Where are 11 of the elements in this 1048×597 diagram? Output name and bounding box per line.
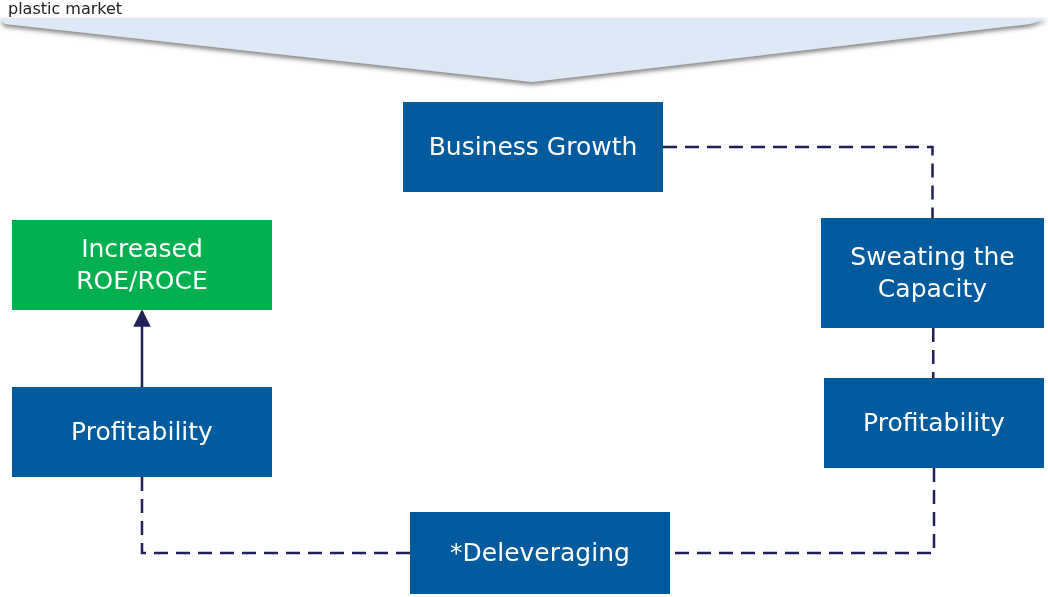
arrow bbox=[133, 309, 151, 387]
dashed-connector bbox=[140, 477, 410, 555]
chevron-banner bbox=[0, 18, 1048, 82]
process-box: *Deleveraging bbox=[410, 512, 670, 594]
process-box: Profitability bbox=[12, 387, 272, 477]
process-box: Increased ROE/ROCE bbox=[12, 220, 272, 310]
dashed-connector bbox=[663, 145, 934, 218]
dashed-connector bbox=[932, 328, 935, 378]
process-box: Sweating the Capacity bbox=[821, 218, 1044, 328]
process-box: Business Growth bbox=[403, 102, 663, 192]
process-box: Profitability bbox=[824, 378, 1044, 468]
